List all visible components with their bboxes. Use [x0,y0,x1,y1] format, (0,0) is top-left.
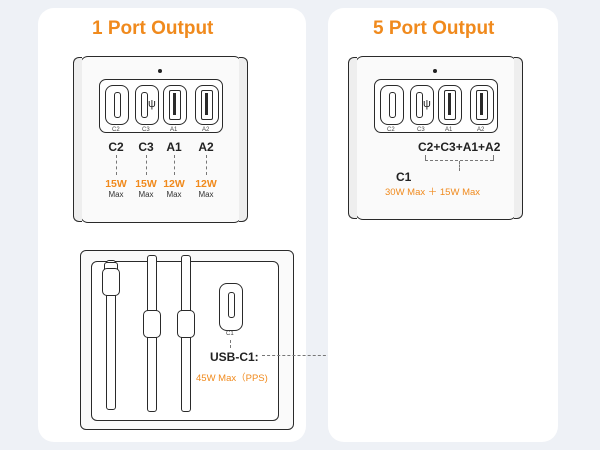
port-label: A2 [198,140,214,154]
port-small-label: C2 [387,127,395,133]
port-wattage: 12W [163,178,185,190]
port-small-label: C3 [142,127,150,133]
single-port-heading: 1 Port Output [92,18,214,39]
usb-icon: ψ [423,98,431,110]
port-label: A1 [166,140,182,154]
usb-a-port-a2 [195,85,219,125]
usb-c-port-c1 [219,283,243,331]
usb-c-port-c3: ψ [135,85,159,125]
prong-knob [0,20,10,30]
port-small-label: A1 [170,127,178,133]
port-max-label: Max [198,190,214,199]
usb-a-port-a1 [438,85,462,125]
port-max-label: Max [138,190,154,199]
indicator-light [158,69,162,73]
prong-knob [0,30,10,40]
usb-c-port-c2 [105,85,129,125]
port-small-label: C2 [112,127,120,133]
port-small-label: A2 [477,127,485,133]
rail-slider [177,310,195,338]
combo-port-label: C2+C3+A1+A2 [418,140,501,154]
port-wattage: 15W [135,178,157,190]
rail-slider [102,268,120,296]
prong-knob [0,10,10,20]
five-port-heading: 5 Port Output [373,18,495,39]
usb-icon: ψ [148,98,156,110]
port-small-label: A2 [202,127,210,133]
port-wattage: 12W [195,178,217,190]
port-small-label: A1 [445,127,453,133]
port-label: C3 [138,140,154,154]
port-max-label: Max [108,190,124,199]
indicator-light [433,69,437,73]
usb-a-port-a1 [163,85,187,125]
five-port-power: 30W Max ＋ 15W Max [385,187,481,198]
port-label: C2 [108,140,124,154]
port-small-label: C3 [417,127,425,133]
c1-label: C1 [396,170,412,184]
prong-knob [0,0,10,10]
port-wattage: 15W [105,178,127,190]
rail-slider [143,310,161,338]
usb-a-port-a2 [470,85,494,125]
plug-rail [106,260,116,410]
usb-c-port-c3: ψ [410,85,434,125]
port-max-label: Max [166,190,182,199]
port-small-label: C1 [226,331,234,337]
usb-c1-label: USB-C1: [210,350,259,364]
usb-c1-power: 45W Max（PPS) [196,373,268,384]
usb-c-port-c2 [380,85,404,125]
